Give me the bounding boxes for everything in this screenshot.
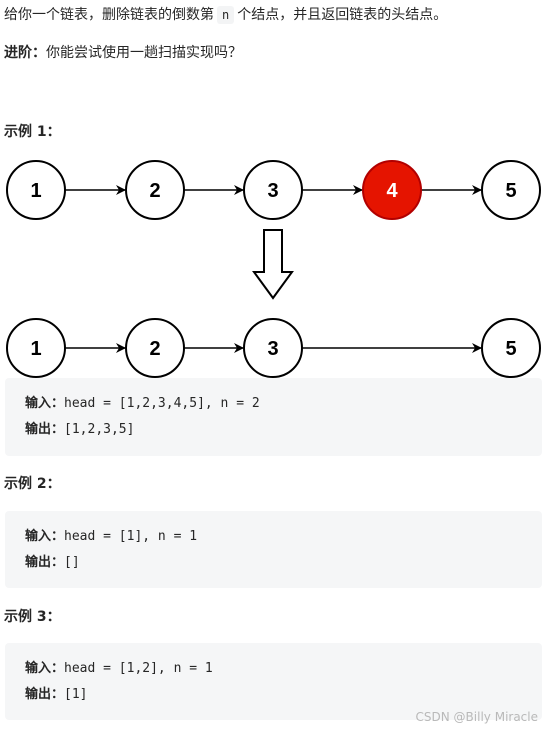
original-list: 1 2 3 4 5 [6,160,541,220]
output-label: 输出： [25,555,65,570]
example-1-output: 输出：[1,2,3,5] [25,417,542,443]
example-2-output: 输出：[] [25,550,542,576]
result-node-label-3: 3 [267,338,278,360]
input-value: head = [1,2], n = 1 [64,661,213,676]
example-3-input: 输入：head = [1,2], n = 1 [25,656,542,682]
result-list: 1 2 3 5 [6,318,541,378]
original-node-3 [243,160,303,220]
result-node-4 [481,318,541,378]
result-node-2 [125,318,185,378]
example-1-title: 示例 1： [4,124,61,140]
output-label: 输出： [25,687,65,702]
input-label: 输入： [25,661,65,676]
output-label: 输出： [25,422,65,437]
input-label: 输入： [25,529,65,544]
original-node-label-1: 1 [30,180,41,202]
input-value: head = [1,2,3,4,5], n = 2 [64,396,260,411]
original-node-5 [481,160,541,220]
output-value: [] [64,555,80,570]
advanced-label: 进阶： [4,45,46,61]
advanced-text: 你能尝试使用一趟扫描实现吗？ [46,45,242,61]
output-value: [1,2,3,5] [64,422,135,437]
input-value: head = [1], n = 1 [64,529,198,544]
original-node-label-4: 4 [386,180,398,202]
input-label: 输入： [25,396,65,411]
down-arrow-icon [252,229,294,300]
output-value: [1] [64,687,88,702]
linked-list-diagram: 1 2 3 4 5 1 2 3 5 [6,160,541,378]
original-node-4 [362,160,422,220]
result-node-3 [243,318,303,378]
example-3-codeblock: 输入：head = [1,2], n = 1 输出：[1] [5,643,542,720]
original-node-2 [125,160,185,220]
example-3-title: 示例 3： [4,609,61,625]
example-2-codeblock: 输入：head = [1], n = 1 输出：[] [5,511,542,588]
advanced-note: 进阶：你能尝试使用一趟扫描实现吗？ [4,42,242,64]
original-node-1 [6,160,66,220]
original-node-label-5: 5 [505,180,516,202]
result-node-label-1: 1 [30,338,41,360]
original-node-label-2: 2 [149,180,160,202]
description-text-end: 个结点，并且返回链表的头结点。 [237,7,448,23]
description-text-start: 给你一个链表，删除链表的倒数第 [4,7,214,23]
example-2-input: 输入：head = [1], n = 1 [25,524,542,550]
inline-code-n: n [217,6,235,24]
example-1-input: 输入：head = [1,2,3,4,5], n = 2 [25,391,542,417]
result-node-1 [6,318,66,378]
example-2-title: 示例 2： [4,476,61,492]
result-node-label-2: 2 [149,338,160,360]
watermark: CSDN @Billy Miracle [415,710,538,724]
result-node-label-4: 5 [505,338,516,360]
original-node-label-3: 3 [267,180,278,202]
example-1-codeblock: 输入：head = [1,2,3,4,5], n = 2 输出：[1,2,3,5… [5,378,542,456]
example-3-output: 输出：[1] [25,682,542,708]
